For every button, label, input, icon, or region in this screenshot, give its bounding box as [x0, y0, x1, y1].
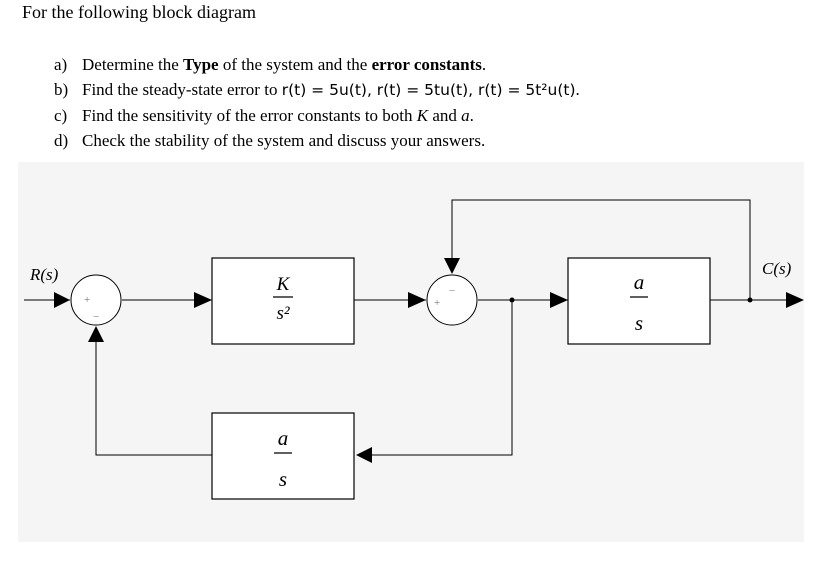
block2-numerator: a	[634, 270, 645, 294]
arrow-icon	[54, 292, 70, 308]
input-equations: r(t) = 5u(t), r(t) = 5tu(t), r(t) = 5t²u…	[281, 81, 576, 99]
question-text: Find the steady-state error to	[82, 80, 282, 99]
inner-feedback-path	[362, 300, 513, 456]
symbol-k: K	[416, 106, 429, 125]
sum1-minus-sign: −	[93, 311, 99, 323]
arrow-icon	[408, 292, 426, 308]
question-label: a)	[54, 55, 68, 74]
block-a-over-s-feedback	[211, 412, 355, 500]
bold-term-error-constants: error constants	[371, 55, 482, 74]
lower-feedback-path	[95, 330, 212, 456]
question-text: Determine the	[82, 55, 184, 74]
arrow-icon	[786, 292, 804, 308]
question-text: and	[428, 106, 462, 125]
block3-numerator: a	[278, 426, 289, 450]
sum2-minus-sign: −	[449, 285, 455, 297]
arrow-icon	[550, 292, 568, 308]
summing-junction-2	[426, 274, 478, 326]
question-label: b)	[54, 80, 69, 99]
block2-denominator: s	[635, 311, 643, 335]
junction-dot	[747, 297, 753, 303]
question-label: d)	[54, 131, 69, 150]
diagram-background	[18, 162, 804, 542]
question-text: of the system and the	[218, 55, 372, 74]
block3-denominator: s	[279, 467, 287, 491]
sum2-plus-sign: +	[434, 297, 440, 309]
arrow-icon	[356, 447, 372, 463]
question-text: Find the sensitivity of the error consta…	[82, 106, 417, 125]
arrow-icon	[88, 326, 104, 342]
question-label: c)	[54, 106, 68, 125]
output-label: C(s)	[762, 259, 792, 278]
top-feedback-path	[451, 199, 751, 300]
intro-text: For the following block diagram	[22, 2, 256, 22]
sum1-plus-sign: +	[84, 294, 90, 306]
question-text: Check the stability of the system and di…	[82, 131, 486, 150]
question-text: .	[481, 55, 487, 74]
block-a-over-s-forward	[567, 257, 711, 345]
summing-junction-1	[70, 274, 122, 326]
question-text: .	[469, 106, 474, 125]
question-c: c) Find the sensitivity of the error cons…	[54, 103, 580, 128]
block-k-over-s2	[211, 257, 355, 345]
arrow-icon	[444, 258, 460, 274]
block1-numerator: K	[276, 274, 291, 295]
block1-denominator: s²	[276, 303, 289, 324]
arrow-icon	[194, 292, 212, 308]
junction-dot	[509, 297, 515, 303]
question-a: a) Determine the Type of the system and t…	[54, 52, 580, 77]
question-list: a) Determine the Type of the system and t…	[54, 52, 580, 153]
question-b: b) Find the steady-state error to r(t) = …	[54, 77, 580, 103]
symbol-a: a	[461, 106, 470, 125]
input-label: R(s)	[29, 265, 59, 284]
bold-term-type: Type	[183, 55, 219, 74]
question-text: .	[575, 80, 580, 99]
question-d: d) Check the stability of the system and …	[54, 128, 580, 153]
